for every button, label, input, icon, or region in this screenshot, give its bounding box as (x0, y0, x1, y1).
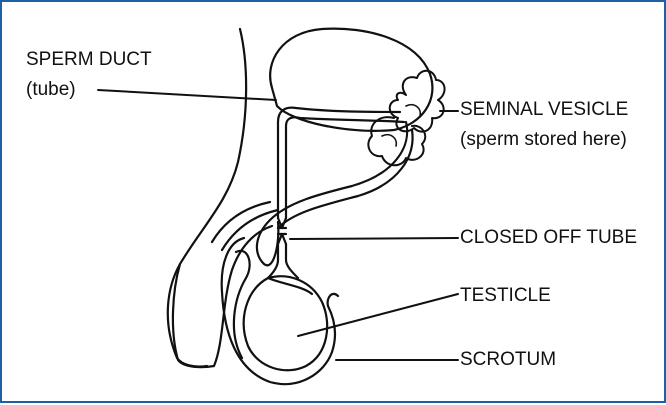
scrotum-outline (222, 238, 338, 384)
label-sperm-duct: SPERM DUCT (26, 48, 152, 72)
label-seminal-vesicle-sub: (sperm stored here) (460, 128, 627, 152)
leader-sperm-duct (98, 90, 276, 100)
label-sperm-duct-sub: (tube) (26, 78, 76, 102)
leader-closed-off-tube (290, 238, 458, 239)
sperm-duct (257, 122, 407, 265)
label-testicle: TESTICLE (460, 284, 551, 308)
bladder (270, 29, 432, 131)
label-seminal-vesicle: SEMINAL VESICLE (460, 98, 628, 122)
testicle (244, 276, 327, 370)
epididymis (268, 278, 312, 294)
label-scrotum: SCROTUM (460, 348, 556, 372)
label-closed-off-tube: CLOSED OFF TUBE (460, 226, 637, 250)
